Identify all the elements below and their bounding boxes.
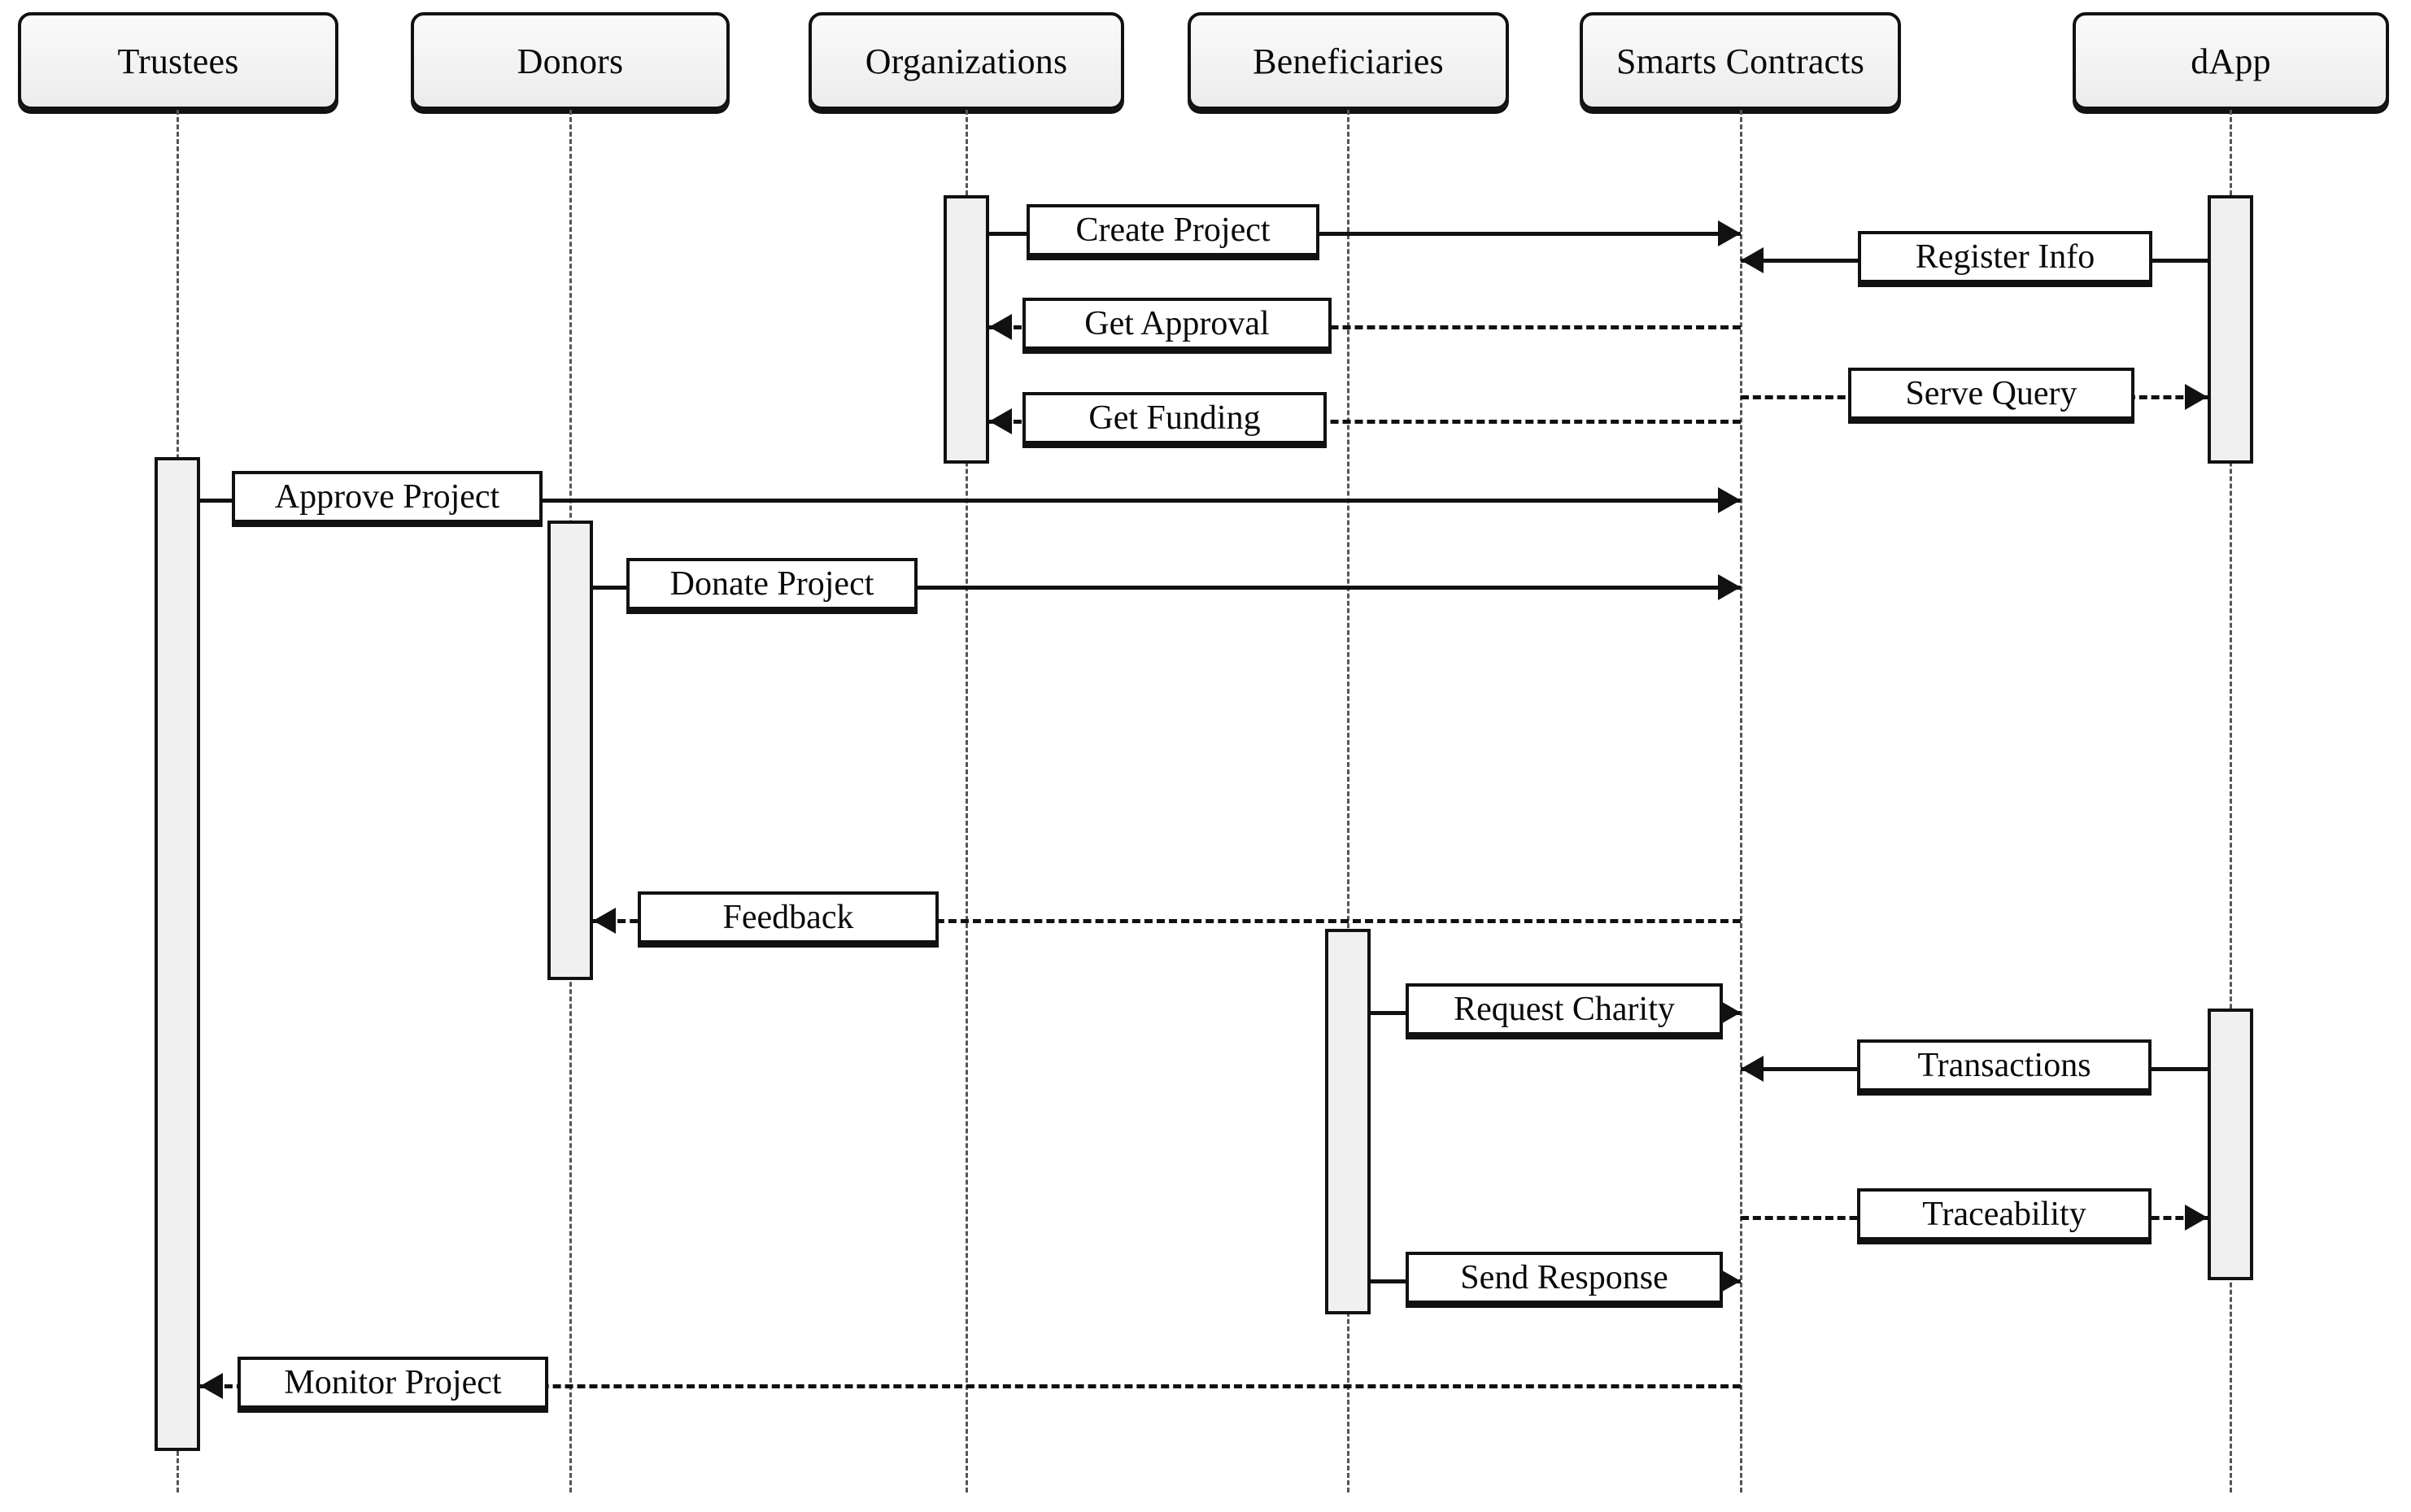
arrowhead-left-feedback xyxy=(593,908,616,934)
message-label-feedback[interactable]: Feedback xyxy=(638,891,939,943)
actor-label: Smarts Contracts xyxy=(1615,41,1865,81)
message-line-create-project xyxy=(989,232,1741,236)
message-label-traceability[interactable]: Traceability xyxy=(1857,1188,2152,1240)
message-line-feedback xyxy=(593,919,1741,923)
actor-header-donors[interactable]: Donors xyxy=(411,12,730,110)
message-label-text: Register Info xyxy=(1915,238,2095,276)
arrowhead-left-transactions xyxy=(1741,1056,1764,1082)
message-label-text: Serve Query xyxy=(1905,375,2077,412)
arrowhead-left-monitor-project xyxy=(200,1373,223,1399)
message-label-get-approval[interactable]: Get Approval xyxy=(1022,298,1332,350)
message-label-get-funding[interactable]: Get Funding xyxy=(1022,392,1327,444)
message-label-text: Create Project xyxy=(1075,211,1271,249)
arrowhead-right-donate-project xyxy=(1718,574,1741,600)
arrowhead-left-register-info xyxy=(1741,247,1764,273)
act-dapp-top[interactable] xyxy=(2208,195,2253,464)
message-line-get-funding xyxy=(989,420,1741,424)
message-label-text: Get Approval xyxy=(1084,305,1270,342)
actor-header-dapp[interactable]: dApp xyxy=(2073,12,2389,110)
message-label-create-project[interactable]: Create Project xyxy=(1027,204,1319,256)
arrowhead-right-create-project xyxy=(1718,220,1741,246)
message-label-register-info[interactable]: Register Info xyxy=(1858,231,2152,283)
actor-label: Trustees xyxy=(117,41,239,81)
message-label-text: Send Response xyxy=(1460,1259,1668,1296)
arrowhead-right-serve-query xyxy=(2185,384,2208,410)
act-organizations[interactable] xyxy=(944,195,989,464)
actor-label: dApp xyxy=(2191,41,2271,81)
message-label-monitor-project[interactable]: Monitor Project xyxy=(238,1357,548,1409)
message-line-monitor-project xyxy=(200,1384,1741,1388)
actor-label: Donors xyxy=(517,41,624,81)
message-label-text: Approve Project xyxy=(274,478,500,516)
act-trustees[interactable] xyxy=(155,457,200,1451)
lifeline-organizations xyxy=(966,110,968,1492)
message-label-text: Traceability xyxy=(1922,1196,2086,1233)
arrowhead-left-get-approval xyxy=(989,314,1012,340)
message-label-donate-project[interactable]: Donate Project xyxy=(626,558,918,610)
actor-header-smarts_contracts[interactable]: Smarts Contracts xyxy=(1580,12,1901,110)
message-label-text: Feedback xyxy=(722,899,854,936)
message-label-text: Transactions xyxy=(1917,1047,2091,1084)
lifeline-smarts_contracts xyxy=(1740,110,1742,1492)
message-label-text: Monitor Project xyxy=(284,1364,502,1401)
message-label-approve-project[interactable]: Approve Project xyxy=(232,471,543,523)
actor-header-beneficiaries[interactable]: Beneficiaries xyxy=(1188,12,1509,110)
message-label-text: Get Funding xyxy=(1088,399,1261,437)
message-label-transactions[interactable]: Transactions xyxy=(1857,1039,2152,1092)
message-line-donate-project xyxy=(593,586,1741,590)
message-line-get-approval xyxy=(989,325,1741,329)
actor-label: Beneficiaries xyxy=(1253,41,1444,81)
actor-label: Organizations xyxy=(865,41,1068,81)
lifeline-dapp xyxy=(2230,110,2232,1492)
arrowhead-left-get-funding xyxy=(989,408,1012,434)
arrowhead-right-approve-project xyxy=(1718,487,1741,513)
message-label-text: Donate Project xyxy=(669,565,874,603)
act-donors[interactable] xyxy=(547,521,593,980)
actor-header-organizations[interactable]: Organizations xyxy=(809,12,1124,110)
actor-header-trustees[interactable]: Trustees xyxy=(18,12,338,110)
arrowhead-right-traceability xyxy=(2185,1205,2208,1231)
message-label-serve-query[interactable]: Serve Query xyxy=(1848,368,2134,420)
message-label-send-response[interactable]: Send Response xyxy=(1406,1252,1723,1304)
act-beneficiaries[interactable] xyxy=(1325,929,1371,1314)
message-label-request-charity[interactable]: Request Charity xyxy=(1406,983,1723,1035)
message-line-approve-project xyxy=(200,499,1741,503)
act-dapp-bottom[interactable] xyxy=(2208,1009,2253,1280)
lifeline-beneficiaries xyxy=(1347,110,1349,1492)
message-label-text: Request Charity xyxy=(1454,991,1675,1028)
